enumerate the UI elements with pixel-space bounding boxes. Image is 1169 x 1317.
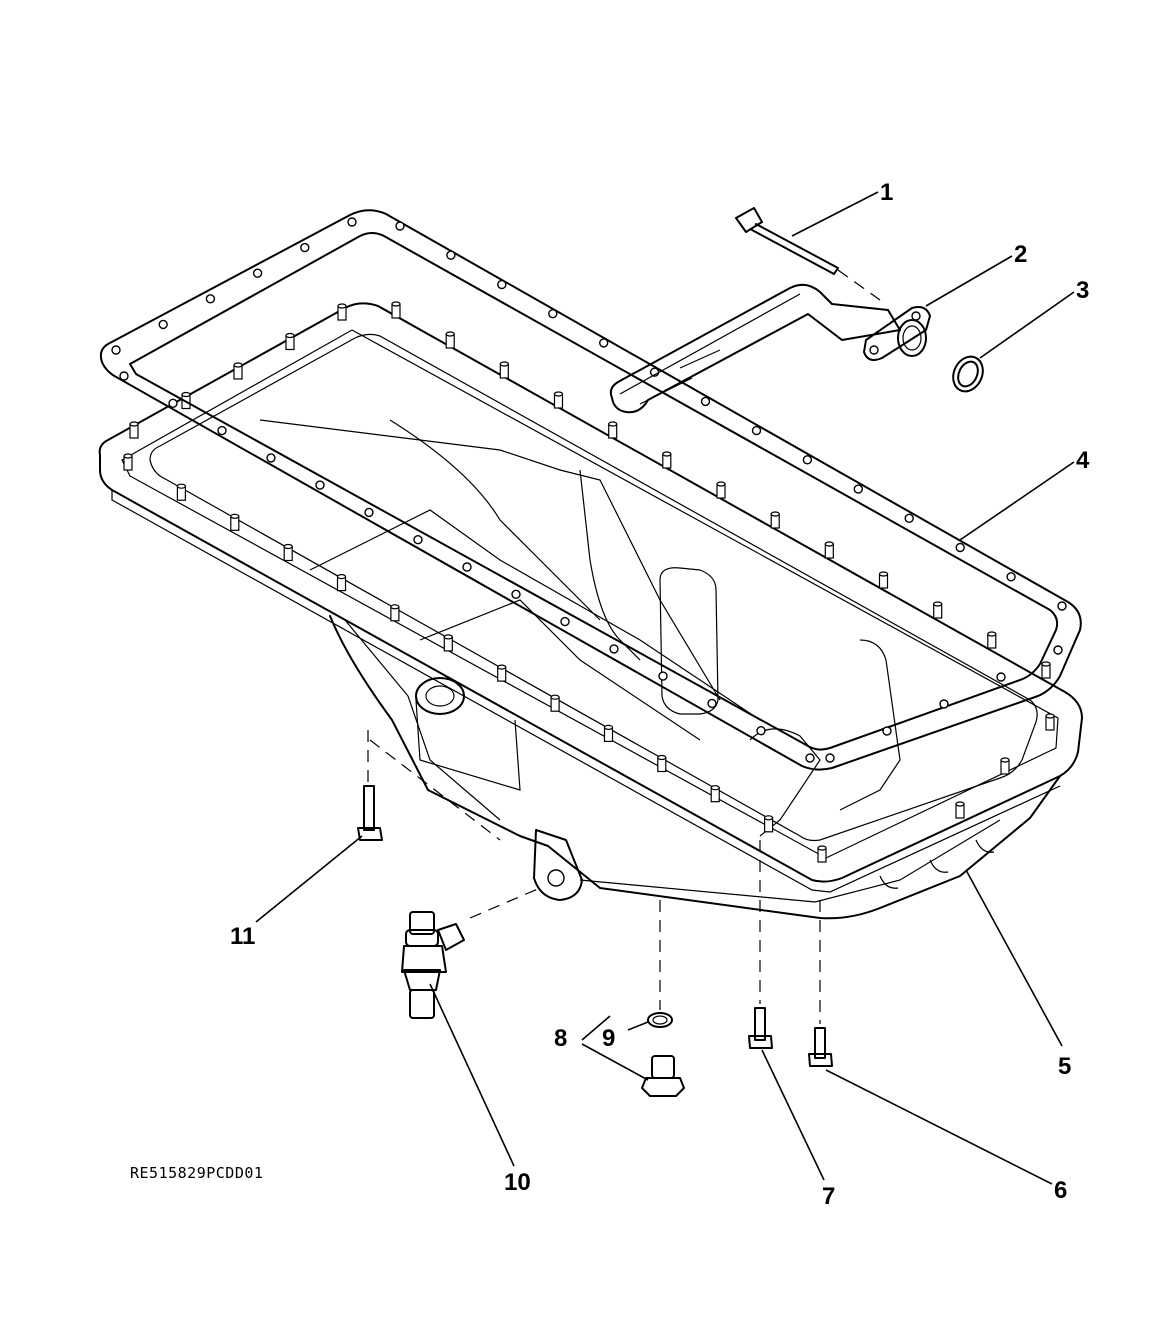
callout-4: 4 bbox=[1076, 447, 1090, 474]
pan-rim-stud bbox=[230, 513, 240, 531]
pan-rim-stud bbox=[987, 631, 997, 649]
gasket-bolt-hole bbox=[904, 513, 914, 523]
gasket-bolt-hole bbox=[111, 345, 121, 355]
callout-2: 2 bbox=[1014, 241, 1027, 268]
callout-10: 10 bbox=[504, 1169, 531, 1196]
pan-rim-stud bbox=[233, 362, 243, 380]
pan-capscrew-11 bbox=[357, 730, 501, 841]
gasket-bolt-hole bbox=[882, 726, 892, 736]
gasket-bolt-hole bbox=[252, 268, 263, 278]
pan-rim-stud bbox=[817, 845, 827, 863]
sealing-washer bbox=[647, 1012, 673, 1028]
pan-rim-stud bbox=[443, 634, 453, 652]
gasket-bolt-hole bbox=[168, 398, 178, 408]
pan-rim-stud bbox=[176, 483, 186, 501]
drain-plug bbox=[641, 1055, 685, 1097]
pan-rim-stud bbox=[1000, 757, 1010, 775]
gasket-bolt-hole bbox=[119, 371, 129, 381]
oil-suction-tube bbox=[609, 283, 931, 414]
gasket-bolt-hole bbox=[707, 698, 717, 709]
gasket-bolt-hole bbox=[805, 753, 815, 763]
callout-6: 6 bbox=[1054, 1177, 1067, 1204]
gasket-bolt-hole bbox=[446, 250, 456, 260]
callout-1: 1 bbox=[880, 179, 893, 206]
pan-rim-stud bbox=[657, 754, 667, 773]
pan-rim-stud bbox=[716, 481, 726, 499]
gasket-bolt-hole bbox=[802, 455, 813, 465]
pan-rim-stud bbox=[553, 391, 564, 409]
gasket-bolt-hole bbox=[599, 338, 609, 348]
gasket-bolt-hole bbox=[217, 425, 227, 436]
gasket-bolt-hole bbox=[751, 425, 762, 436]
pan-rim-stud bbox=[955, 801, 965, 819]
pan-rim-stud bbox=[283, 543, 293, 562]
oil-pan-gasket bbox=[99, 209, 1082, 771]
gasket-bolt-hole bbox=[658, 671, 668, 681]
gasket-bolt-hole bbox=[560, 616, 570, 627]
gasket-bolt-hole bbox=[853, 484, 863, 494]
pan-rim-stud bbox=[285, 332, 295, 351]
pan-rim-stud bbox=[824, 541, 834, 559]
gasket-bolt-hole bbox=[939, 699, 949, 709]
gasket-bolt-hole bbox=[700, 396, 711, 407]
gasket-bolt-hole bbox=[497, 279, 507, 290]
pan-rim-stud bbox=[123, 453, 133, 471]
gasket-bolt-hole bbox=[511, 589, 521, 599]
gasket-bolt-hole bbox=[462, 562, 472, 572]
gasket-bolt-hole bbox=[266, 453, 276, 463]
figure-reference-code: RE515829PCDD01 bbox=[130, 1164, 263, 1182]
pan-rim-stud bbox=[129, 421, 139, 439]
gasket-bolt-hole bbox=[158, 319, 168, 330]
gasket-bolt-hole bbox=[364, 507, 374, 518]
pan-rim-stud bbox=[497, 664, 507, 682]
pan-rim-stud bbox=[608, 421, 618, 439]
tube-capscrew bbox=[735, 207, 881, 301]
pan-rim-stud bbox=[445, 331, 455, 349]
gasket-bolt-hole bbox=[955, 542, 965, 553]
callout-8: 8 bbox=[554, 1025, 567, 1052]
pan-rim-stud bbox=[390, 604, 400, 622]
pan-rim-stud bbox=[878, 571, 889, 589]
pan-rim-stud bbox=[710, 785, 720, 803]
pan-rim-stud bbox=[550, 694, 560, 712]
gasket-bolt-hole bbox=[315, 480, 325, 490]
gasket-bolt-hole bbox=[1006, 572, 1016, 582]
gasket-bolt-hole bbox=[205, 294, 216, 304]
pan-rim-stud bbox=[1045, 713, 1055, 731]
gasket-bolt-hole bbox=[609, 644, 619, 654]
pan-rim-stud bbox=[337, 303, 347, 321]
pan-capscrew-7 bbox=[748, 840, 773, 1049]
o-ring bbox=[952, 355, 984, 393]
gasket-bolt-hole bbox=[756, 726, 766, 736]
callout-9: 9 bbox=[602, 1025, 615, 1052]
gasket-bolt-hole bbox=[413, 535, 423, 545]
pan-rim-stud bbox=[499, 361, 509, 379]
pan-rim-stud bbox=[933, 601, 943, 619]
gasket-bolt-hole bbox=[1053, 645, 1063, 655]
leader-lines bbox=[255, 191, 1075, 1185]
callout-11: 11 bbox=[230, 923, 255, 950]
gasket-bolt-hole bbox=[1057, 601, 1067, 611]
pan-rim-stud bbox=[603, 724, 614, 743]
pan-rim-stud bbox=[391, 301, 401, 319]
pan-rim-stud bbox=[662, 451, 672, 469]
gasket-bolt-hole bbox=[300, 242, 310, 253]
callout-7: 7 bbox=[822, 1183, 835, 1210]
pan-rim-stud bbox=[1041, 661, 1051, 679]
callout-3: 3 bbox=[1076, 277, 1089, 304]
gasket-bolt-hole bbox=[347, 217, 357, 227]
drain-valve-fitting bbox=[401, 887, 541, 1019]
pan-rim-stud bbox=[336, 573, 347, 592]
gasket-bolt-hole bbox=[395, 221, 405, 231]
pan-capscrew-6 bbox=[808, 900, 833, 1067]
gasket-bolt-hole bbox=[548, 309, 558, 319]
pan-rim-stud bbox=[763, 815, 774, 833]
oil-pan bbox=[98, 301, 1083, 920]
callout-5: 5 bbox=[1058, 1053, 1071, 1080]
pan-rim-stud bbox=[770, 511, 780, 529]
gasket-bolt-hole bbox=[996, 672, 1006, 682]
gasket-bolt-hole bbox=[825, 753, 835, 763]
